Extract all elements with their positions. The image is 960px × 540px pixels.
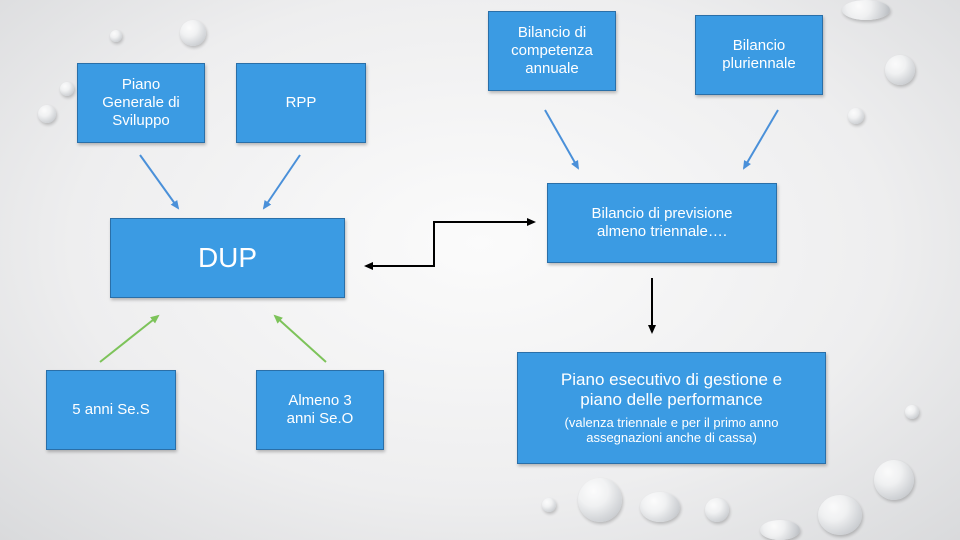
box-peg-performance: Piano esecutivo di gestione e piano dell…	[517, 352, 826, 464]
water-drop-decoration	[542, 498, 556, 512]
water-drop-decoration	[874, 460, 914, 500]
box-label: DUP	[197, 242, 258, 274]
box-seo: Almeno 3 anni Se.O	[256, 370, 384, 450]
water-drop-decoration	[705, 498, 729, 522]
box-bilancio-previsione: Bilancio di previsione almeno triennale……	[547, 183, 777, 263]
arrow-competenza-to-previsione	[544, 109, 579, 170]
arrow-ses-to-dup	[99, 314, 160, 363]
water-drop-decoration	[818, 495, 862, 535]
arrow-seo-to-dup	[273, 314, 327, 363]
box-bilancio-competenza: Bilancio di competenza annuale	[488, 11, 616, 91]
box-dup: DUP	[110, 218, 345, 298]
water-drop-decoration	[60, 82, 74, 96]
water-drop-decoration	[180, 20, 206, 46]
water-drop-decoration	[760, 520, 800, 540]
water-drop-decoration	[905, 405, 919, 419]
water-drop-decoration	[578, 478, 622, 522]
arrow-piano-to-dup	[139, 154, 180, 210]
arrow-pluriennale-to-previsione	[742, 109, 779, 170]
box-label: Piano Generale di Sviluppo	[102, 76, 180, 129]
box-label: Bilancio di competenza annuale	[511, 24, 593, 77]
box-title: Piano esecutivo di gestione e piano dell…	[560, 370, 783, 410]
arrow-previsione-to-dup	[364, 221, 534, 270]
box-bilancio-pluriennale: Bilancio pluriennale	[695, 15, 823, 95]
water-drop-decoration	[640, 492, 680, 522]
box-label: Bilancio pluriennale	[722, 37, 796, 72]
water-drop-decoration	[885, 55, 915, 85]
box-piano-generale-sviluppo: Piano Generale di Sviluppo	[77, 63, 205, 143]
box-rpp: RPP	[236, 63, 366, 143]
water-drop-decoration	[848, 108, 864, 124]
box-label: Almeno 3 anni Se.O	[286, 392, 354, 427]
box-label: 5 anni Se.S	[72, 401, 150, 418]
box-label: Bilancio di previsione almeno triennale……	[591, 205, 733, 240]
box-note: (valenza triennale e per il primo anno a…	[564, 414, 779, 446]
water-drop-decoration	[842, 0, 890, 20]
box-label: RPP	[285, 94, 317, 111]
water-drop-decoration	[110, 30, 122, 42]
box-ses: 5 anni Se.S	[46, 370, 176, 450]
arrow-rpp-to-dup	[262, 154, 301, 210]
water-drop-decoration	[38, 105, 56, 123]
